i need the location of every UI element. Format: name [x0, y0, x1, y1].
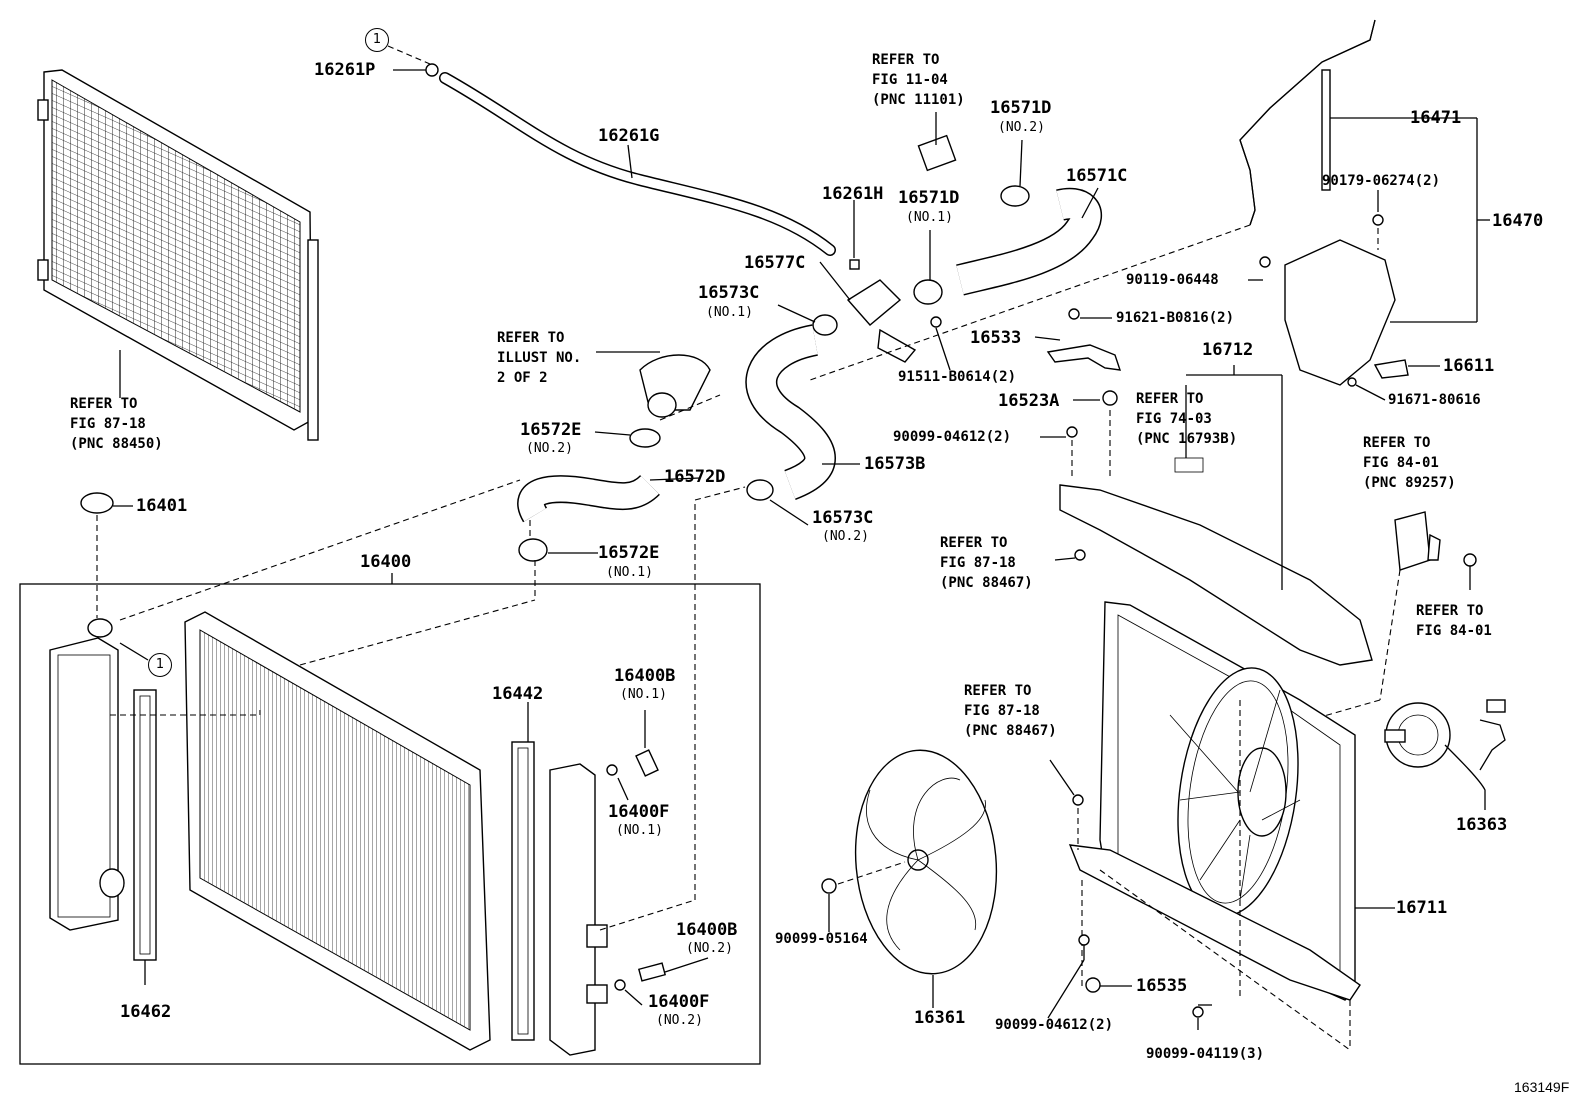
part-number-sub: (NO.2) [822, 529, 869, 544]
part-number-sub: (NO.1) [606, 565, 653, 580]
part-number-sub: (NO.1) [706, 305, 753, 320]
hose-16261G-illustration [387, 45, 836, 256]
part-number-label: 16573B [864, 454, 926, 474]
bottom-bolts-illustration [1047, 934, 1212, 1030]
part-number-label: 16470 [1492, 211, 1544, 231]
refer-note: REFER TO ILLUST NO. 2 OF 2 [497, 330, 582, 386]
part-number-sub: (NO.1) [616, 823, 663, 838]
part-number-sub: (NO.2) [998, 120, 1045, 135]
fan-shroud-illustration [1049, 601, 1395, 1051]
part-number-label: 16573C [812, 508, 874, 528]
callout-marker: 1 [148, 653, 172, 677]
part-number-label: 16611 [1443, 356, 1495, 376]
part-number-label: 16400B [614, 666, 676, 686]
part-number-label: 16573C [698, 283, 760, 303]
part-number-label: 16261G [598, 126, 660, 146]
part-number-label: 16400F [648, 992, 710, 1012]
part-number-label: 90099-04119(3) [1146, 1046, 1265, 1062]
part-number-label: 16400F [608, 802, 670, 822]
refer-note: REFER TO FIG 87-18 (PNC 88467) [940, 535, 1033, 591]
reservoir-illustration [809, 19, 1490, 401]
part-number-label: 90179-06274(2) [1322, 173, 1441, 189]
part-number-label: 16261H [822, 184, 884, 204]
part-number-label: 16361 [914, 1008, 966, 1028]
part-number-label: 16712 [1202, 340, 1254, 360]
part-number-label: 16535 [1136, 976, 1188, 996]
part-number-label: 16571D [898, 188, 960, 208]
fan-motor-illustration [1384, 699, 1506, 810]
part-number-sub: (NO.2) [656, 1013, 703, 1028]
part-number-label: 16577C [744, 253, 806, 273]
fan-blade-illustration [821, 749, 998, 1008]
part-number-label: 16400B [676, 920, 738, 940]
refer-note: REFER TO FIG 11-04 (PNC 11101) [872, 52, 965, 108]
part-number-label: 91621-B0816(2) [1116, 310, 1235, 326]
part-number-sub: (NO.2) [686, 941, 733, 956]
part-number-label: 90099-05164 [775, 931, 868, 947]
part-number-label: 90099-04612(2) [995, 1017, 1114, 1033]
part-number-label: 16533 [970, 328, 1022, 348]
condenser-illustration [37, 69, 319, 441]
part-number-sub: (NO.1) [620, 687, 667, 702]
refer-note: REFER TO FIG 87-18 (PNC 88467) [964, 683, 1057, 739]
refer-note: REFER TO FIG 74-03 (PNC 16793B) [1136, 391, 1238, 447]
part-number-sub: (NO.2) [526, 441, 573, 456]
part-number-sub: (NO.1) [906, 210, 953, 225]
refer-note: REFER TO FIG 84-01 (PNC 89257) [1363, 435, 1456, 491]
part-number-label: 91511-B0614(2) [898, 369, 1017, 385]
thermostat-illustration [517, 351, 721, 562]
part-number-label: 16523A [998, 391, 1060, 411]
diagram-code: 163149F [1514, 1079, 1570, 1095]
part-number-label: 16571C [1066, 166, 1128, 186]
part-number-label: 16471 [1410, 108, 1462, 128]
refer-note: REFER TO FIG 87-18 (PNC 88450) [70, 396, 163, 452]
part-number-label: 16462 [120, 1002, 172, 1022]
part-number-label: 16261P [314, 60, 376, 80]
refer-note: REFER TO FIG 84-01 [1416, 603, 1492, 639]
part-number-label: 16363 [1456, 815, 1508, 835]
callout-marker: 1 [365, 28, 389, 52]
part-number-label: 91671-80616 [1388, 392, 1481, 408]
part-number-label: 16401 [136, 496, 188, 516]
part-number-label: 90099-04612(2) [893, 429, 1012, 445]
part-number-label: 16572E [598, 543, 660, 563]
part-number-label: 16572D [664, 467, 726, 487]
part-number-label: 90119-06448 [1126, 272, 1219, 288]
part-number-label: 16711 [1396, 898, 1448, 918]
bracket-16533-illustration [1034, 308, 1122, 480]
part-number-label: 16442 [492, 684, 544, 704]
part-number-label: 16571D [990, 98, 1052, 118]
part-number-label: 16572E [520, 420, 582, 440]
inlet-hoses-illustration [745, 112, 1102, 526]
radiator-assembly-illustration [19, 479, 761, 1065]
radiator-cap-illustration [80, 492, 133, 618]
part-number-label: 16400 [360, 552, 412, 572]
support-16712-illustration [1054, 365, 1373, 666]
